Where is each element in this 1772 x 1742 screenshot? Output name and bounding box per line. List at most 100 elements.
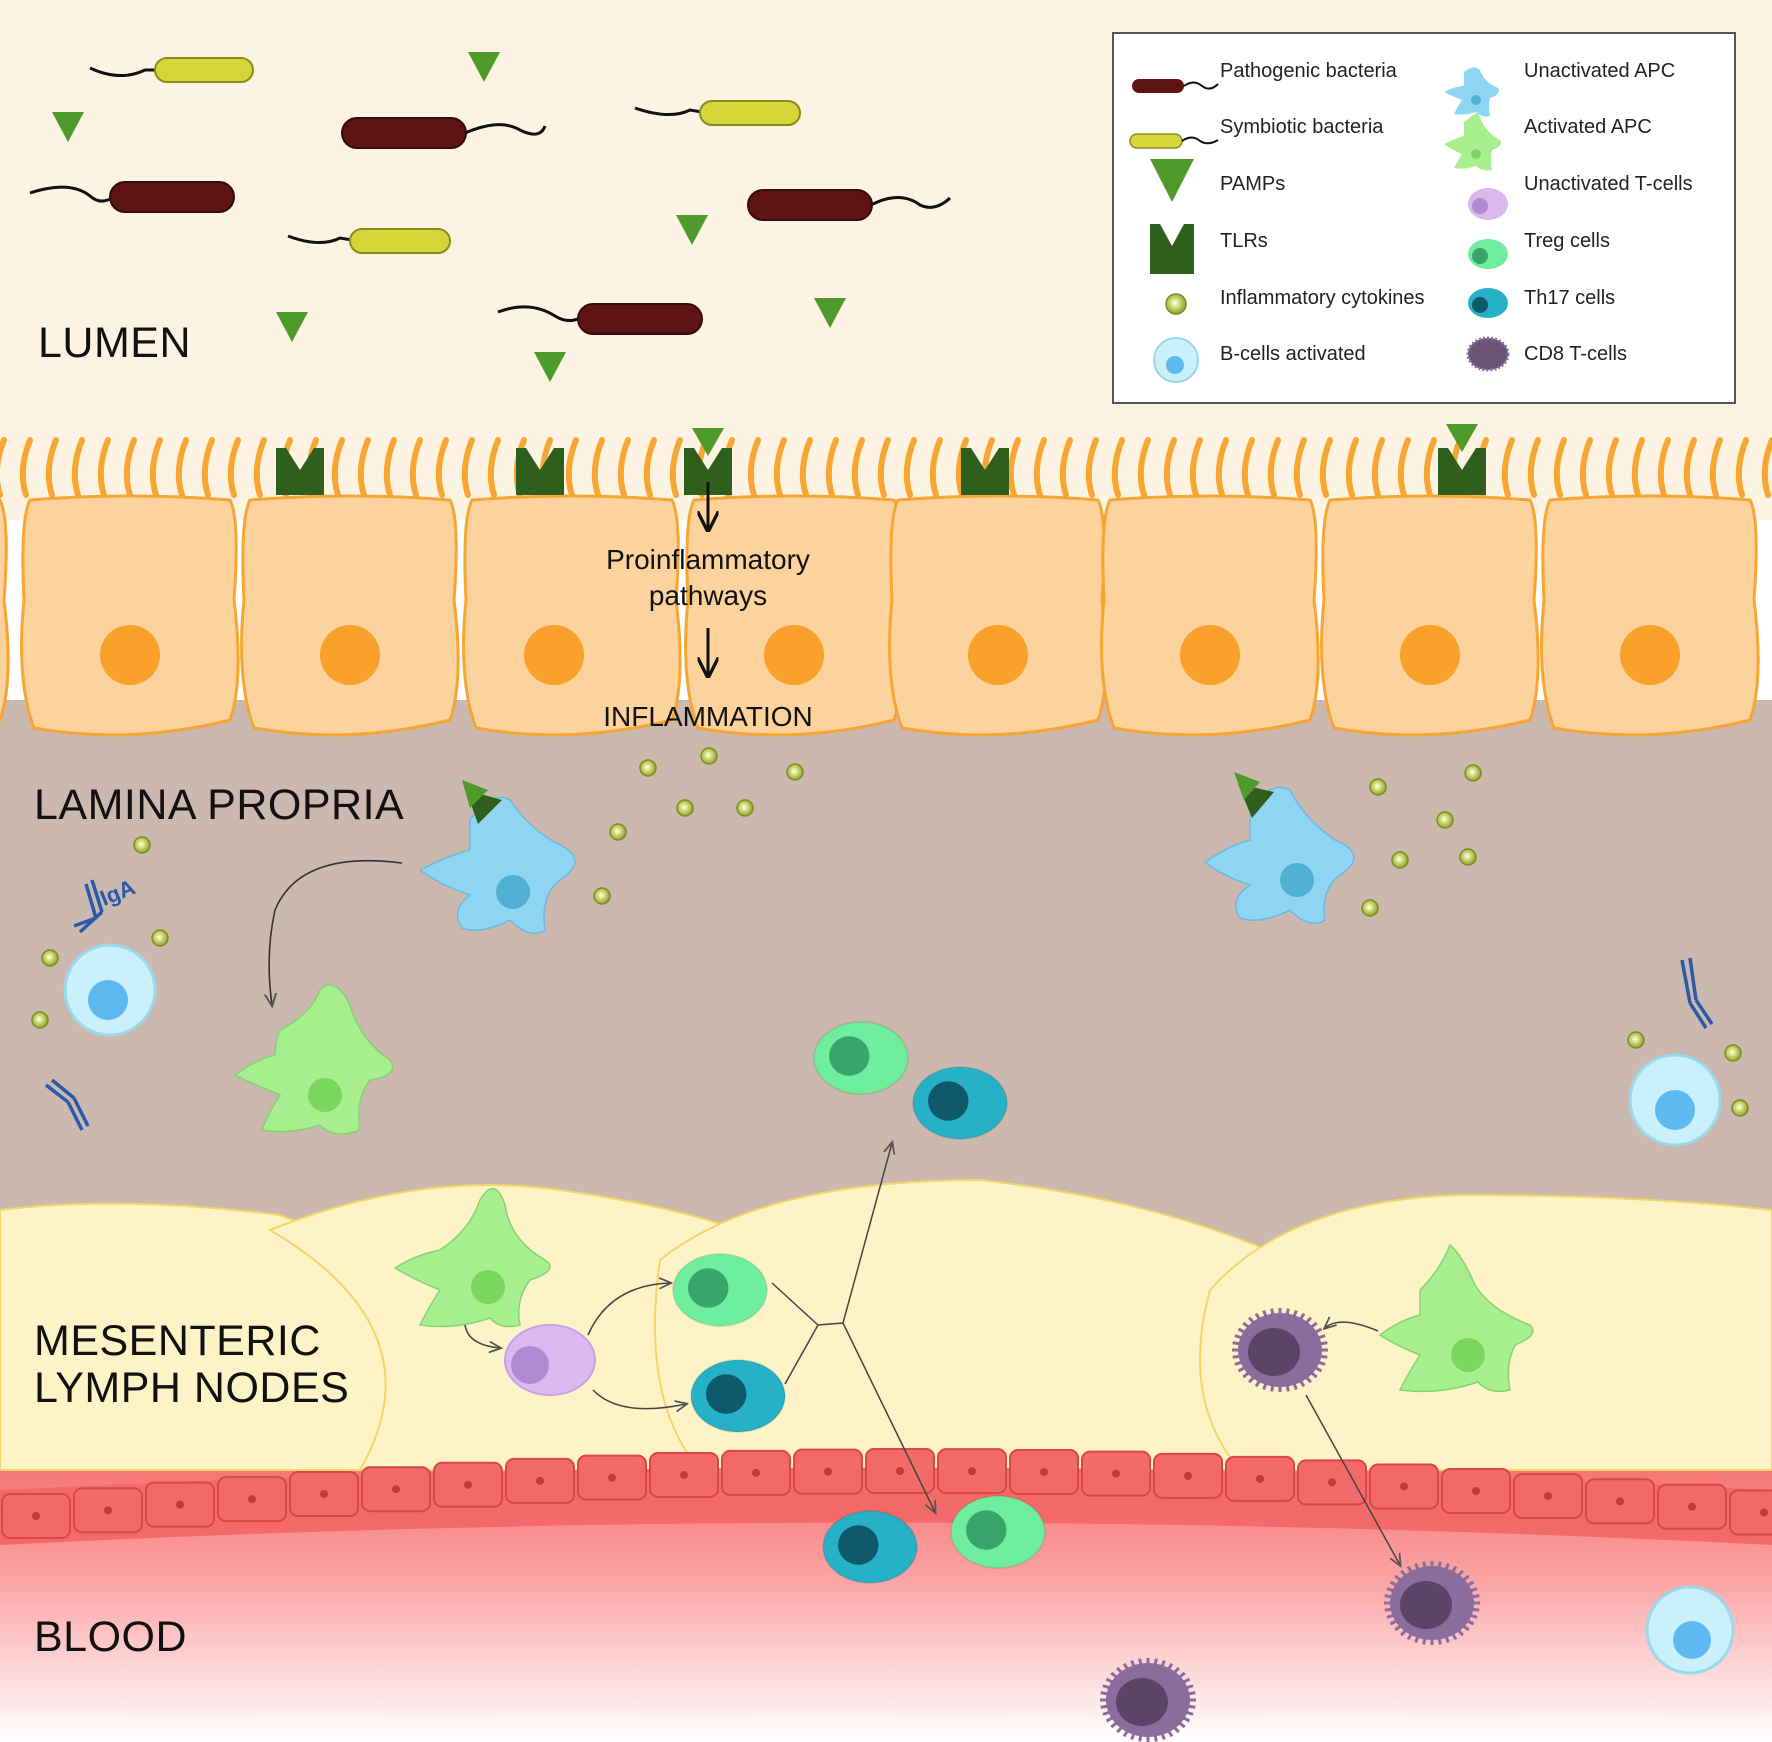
th17-cell — [822, 1510, 918, 1584]
microvillus — [383, 437, 397, 498]
cytokine — [1391, 851, 1409, 869]
microvillus — [643, 437, 657, 498]
microvillus — [357, 437, 371, 498]
endothelial-cell — [865, 1448, 935, 1495]
epithelial-nucleus — [1180, 625, 1240, 685]
legend-item-tlrs: TLRs — [1220, 230, 1268, 252]
epithelial-cell — [240, 494, 460, 737]
endothelial-cell — [1441, 1468, 1511, 1515]
microvillus — [1241, 437, 1255, 498]
endothelial-cell — [793, 1448, 863, 1495]
endothelial-cell — [937, 1448, 1007, 1495]
microvillus — [903, 437, 917, 498]
epithelial-nucleus — [1620, 625, 1680, 685]
microvillus — [19, 437, 33, 498]
endothelial-cell — [1081, 1450, 1151, 1497]
antibody — [44, 1078, 90, 1131]
endothelial-cell — [1225, 1455, 1295, 1502]
pamp — [534, 352, 566, 382]
endothelial-cell — [1009, 1449, 1079, 1496]
microvillus — [1293, 437, 1307, 498]
endothelial-cell — [1513, 1472, 1583, 1519]
microvillus — [1319, 437, 1333, 498]
activated-apc — [393, 1188, 551, 1328]
microvillus — [929, 437, 943, 498]
microvillus — [1371, 437, 1385, 498]
epithelial-cell — [0, 498, 10, 722]
microvillus — [1085, 437, 1099, 498]
endothelial-cell — [721, 1449, 791, 1496]
microvillus — [955, 437, 969, 498]
microvillus — [1553, 437, 1567, 498]
microvillus — [1761, 437, 1772, 498]
pamp — [468, 52, 500, 82]
endothelial-cell — [649, 1451, 719, 1498]
cytokine — [700, 747, 718, 765]
bacteria-group — [29, 57, 952, 335]
microvillus — [1345, 437, 1359, 498]
pamp — [276, 312, 308, 342]
symbiotic-bacterium — [89, 57, 254, 83]
epithelial-cell — [684, 494, 904, 737]
microvillus — [201, 437, 215, 498]
tlr-receptor — [516, 448, 564, 495]
microvillus — [1111, 437, 1125, 498]
treg-cell — [950, 1495, 1046, 1569]
microvillus — [1059, 437, 1073, 498]
cytokine — [1731, 1099, 1749, 1117]
tlr-icon — [1150, 224, 1194, 274]
microvillus — [71, 437, 85, 498]
endothelial-cell — [1729, 1489, 1772, 1536]
cytokine-icon — [1165, 293, 1187, 315]
iga-antibody — [73, 879, 104, 934]
pamp — [52, 112, 84, 142]
tlr-receptor — [1438, 448, 1486, 495]
microvillus — [1163, 437, 1177, 498]
microvillus — [1631, 437, 1645, 498]
unactivated-t-cell-icon — [1468, 188, 1508, 220]
endothelial-cell — [1585, 1478, 1655, 1525]
microvillus — [747, 437, 761, 498]
symbiotic-bacterium — [287, 228, 451, 254]
endothelial-cell — [145, 1481, 215, 1528]
differentiation-arrows — [464, 1143, 1400, 1565]
epithelial-nucleus — [968, 625, 1028, 685]
activated-apc — [233, 984, 394, 1135]
pathogenic-bacterium — [341, 117, 547, 149]
microvillus — [1215, 437, 1229, 498]
antibody — [1680, 957, 1714, 1029]
microvillus — [253, 437, 267, 498]
microvillus — [669, 437, 683, 498]
legend-item-unactivated-t-cells: Unactivated T-cells — [1524, 173, 1693, 195]
microvillus — [175, 437, 189, 498]
endothelial-cell — [289, 1471, 359, 1518]
legend-item-treg-cells: Treg cells — [1524, 230, 1610, 252]
b-cell-icon — [1153, 337, 1199, 383]
blood-vessel-wall — [0, 1448, 1772, 1545]
cytokine — [1436, 811, 1454, 829]
activated-apc — [1378, 1243, 1534, 1393]
unactivated-apc — [1203, 772, 1355, 925]
cytokine — [1627, 1031, 1645, 1049]
endothelial-cell — [361, 1466, 431, 1513]
endothelial-cell — [1657, 1483, 1727, 1530]
endothelial-cell — [433, 1461, 503, 1508]
microvillus — [1007, 437, 1021, 498]
endothelial-cell — [577, 1454, 647, 1501]
legend-item-pathogenic-bacteria: Pathogenic bacteria — [1220, 60, 1397, 82]
microvillus — [1189, 437, 1203, 498]
microvillus — [409, 437, 423, 498]
cd8-t-cell — [1232, 1308, 1328, 1392]
cytokine — [1464, 764, 1482, 782]
b-cell — [1628, 1053, 1722, 1147]
legend-item-th17-cells: Th17 cells — [1524, 287, 1616, 309]
microvillus — [617, 437, 631, 498]
cytokine — [639, 759, 657, 777]
b-cell — [1645, 1585, 1735, 1675]
epithelial-layer — [0, 494, 1760, 737]
mesenteric-label-line2: LYMPH NODES — [34, 1364, 350, 1413]
cytokine — [31, 1011, 49, 1029]
cd8-t-cell-icon — [1466, 336, 1510, 372]
microvillus — [1267, 437, 1281, 498]
